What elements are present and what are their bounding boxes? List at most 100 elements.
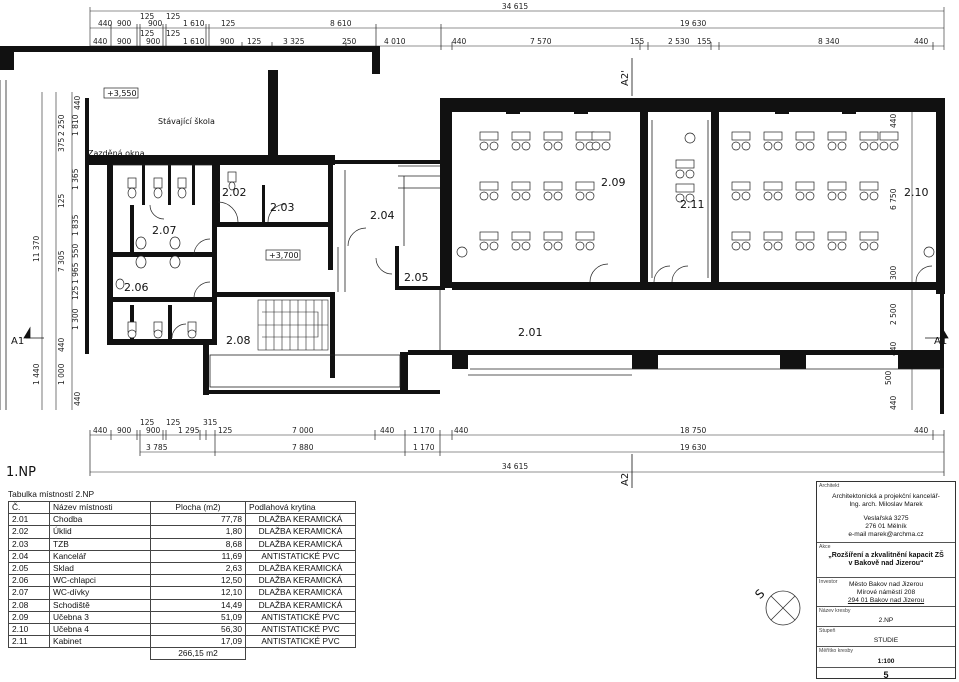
bottom-row2-labels: 3 785 7 880 1 170 19 630 <box>146 443 706 452</box>
room-table-grid: Č. Název místnosti Plocha (m2) Podlahová… <box>8 500 356 661</box>
desk <box>731 231 751 241</box>
svg-text:375: 375 <box>57 137 66 152</box>
svg-text:7 000: 7 000 <box>292 426 314 435</box>
svg-text:1 810: 1 810 <box>71 114 80 136</box>
chair <box>763 191 773 201</box>
desk <box>575 181 595 191</box>
chair <box>869 241 879 251</box>
bottom-dimensions <box>90 434 944 473</box>
north-arrow <box>765 590 801 626</box>
svg-text:1 170: 1 170 <box>413 426 435 435</box>
desk <box>795 131 815 141</box>
svg-text:440: 440 <box>914 426 929 435</box>
svg-text:440: 440 <box>889 395 898 410</box>
svg-text:900: 900 <box>117 19 132 28</box>
svg-text:1 610: 1 610 <box>183 37 205 46</box>
room-211: 2.11 <box>680 198 705 211</box>
cell-number: 2.07 <box>8 586 50 600</box>
svg-text:125: 125 <box>166 29 181 38</box>
room-202: 2.02 <box>222 186 247 199</box>
cell-number: 2.03 <box>8 537 50 551</box>
chair <box>773 241 783 251</box>
cell-floor: ANTISTATICKÉ PVC <box>245 622 356 637</box>
chair <box>489 141 499 151</box>
svg-text:3 785: 3 785 <box>146 443 168 452</box>
room-table-total: 266,15 m2 <box>150 647 246 661</box>
cell-area: 12,10 <box>150 586 246 600</box>
chair <box>773 191 783 201</box>
cell-number: 2.11 <box>8 635 50 649</box>
svg-text:440: 440 <box>914 37 929 46</box>
svg-text:1 295: 1 295 <box>178 426 200 435</box>
svg-text:2 250: 2 250 <box>57 114 66 136</box>
bottom-dim-ticks <box>89 430 945 476</box>
svg-text:440: 440 <box>73 391 82 406</box>
cell-area: 17,09 <box>150 635 246 649</box>
chair <box>553 141 563 151</box>
cell-number: 2.06 <box>8 574 50 588</box>
svg-text:19 630: 19 630 <box>680 19 706 28</box>
cell-floor: DLAŽBA KERAMICKÁ <box>245 574 356 588</box>
level-b: +3,700 <box>269 251 299 260</box>
bricked-windows-label: Zazděná okna <box>88 149 145 158</box>
thin-lines <box>0 80 944 410</box>
tb-drawing: Název kresby 2.NP <box>817 607 955 627</box>
svg-text:1 835: 1 835 <box>71 214 80 236</box>
desk <box>575 131 595 141</box>
cell-name: Chodba <box>49 513 151 527</box>
cell-floor: DLAŽBA KERAMICKÁ <box>245 525 356 539</box>
chair <box>543 241 553 251</box>
existing-school-label: Stávající škola <box>158 116 215 126</box>
chair <box>879 141 889 151</box>
chair <box>575 241 585 251</box>
tb-scale: Měřítko kresby 1:100 <box>817 647 955 668</box>
cell-floor: DLAŽBA KERAMICKÁ <box>245 513 356 527</box>
chair <box>837 141 847 151</box>
chair <box>741 141 751 151</box>
svg-text:900: 900 <box>117 426 132 435</box>
level-a: +3,550 <box>107 89 137 98</box>
svg-text:18 750: 18 750 <box>680 426 706 435</box>
svg-text:1 000: 1 000 <box>57 363 66 385</box>
chair <box>479 141 489 151</box>
desk <box>675 159 695 169</box>
chair <box>741 241 751 251</box>
svg-text:440: 440 <box>889 113 898 128</box>
chair <box>521 141 531 151</box>
chair <box>859 241 869 251</box>
chair <box>543 141 553 151</box>
col-name: Název místnosti <box>49 500 151 515</box>
dim-top-total: 34 615 <box>502 2 528 11</box>
cell-number: 2.04 <box>8 549 50 563</box>
desk <box>763 131 783 141</box>
dim-left-top-440: 440 <box>73 95 82 110</box>
room-labels: 2.01 2.02 2.03 2.04 2.05 2.06 2.07 2.08 … <box>124 176 929 347</box>
cell-area: 11,69 <box>150 549 246 563</box>
svg-text:440: 440 <box>454 426 469 435</box>
dim-bottom-total: 34 615 <box>502 462 528 471</box>
classroom-desks <box>479 131 899 251</box>
svg-text:1 170: 1 170 <box>413 443 435 452</box>
desk <box>479 131 499 141</box>
chair <box>889 141 899 151</box>
chair <box>585 241 595 251</box>
tb-architect: Architekt Architektonická a projekční ka… <box>817 482 955 543</box>
desk <box>511 131 531 141</box>
svg-text:4 010: 4 010 <box>384 37 406 46</box>
chair <box>773 141 783 151</box>
cell-area: 51,09 <box>150 610 246 624</box>
desk <box>795 231 815 241</box>
svg-text:440: 440 <box>93 426 108 435</box>
svg-text:155: 155 <box>630 37 645 46</box>
svg-text:125: 125 <box>166 418 181 427</box>
cell-name: WC-dívky <box>49 586 151 600</box>
chair <box>553 241 563 251</box>
cell-floor: ANTISTATICKÉ PVC <box>245 635 356 649</box>
svg-text:550: 550 <box>71 243 80 258</box>
